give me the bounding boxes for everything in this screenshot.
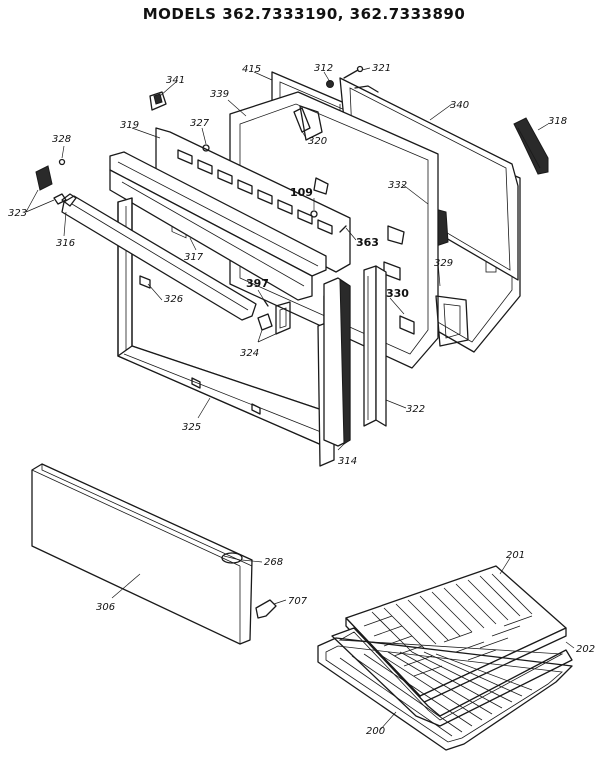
part-door-channel [109,151,327,301]
diagram-title: MODELS 362.7333190, 362.7333890 [142,5,466,23]
leader-lines [25,67,575,731]
part-nut-312 [326,80,334,88]
part-hinge-320 [293,107,311,133]
part-707 [255,599,277,619]
label-328: 328 [52,134,71,145]
part-screw-363 [339,225,347,233]
label-363: 363 [356,236,379,249]
part-screw-397 [263,299,269,307]
label-306: 306 [96,602,115,613]
part-handle-rod [61,193,257,321]
label-312: 312 [314,63,333,74]
part-screw-328 [58,158,66,166]
label-268: 268 [264,557,283,568]
part-drawer-front-panel [31,463,253,645]
label-707: 707 [288,596,308,607]
label-200: 200 [366,726,385,737]
label-323: 323 [8,208,27,219]
label-415: 415 [242,64,261,75]
label-339: 339 [210,89,229,100]
part-bracket-341 [149,91,167,111]
label-326: 326 [164,294,183,305]
part-268 [221,552,243,564]
part-side-trim [363,265,387,427]
label-322: 322 [406,404,425,415]
label-329: 329 [434,258,453,269]
label-330: 330 [386,287,409,300]
label-341: 341 [166,75,185,86]
label-316: 316 [56,238,75,249]
label-332: 332 [388,180,407,191]
label-320: 320 [308,136,327,147]
part-hinge-329 [435,295,469,347]
label-314: 314 [338,456,357,467]
label-397: 397 [246,277,269,290]
part-screw-321 [343,65,364,79]
label-109: 109 [290,186,313,199]
part-door-gasket [513,117,549,175]
part-end-cap-323 [35,165,67,205]
label-325: 325 [182,422,201,433]
part-broiler-pan-insert [345,565,567,705]
label-340: 340 [450,100,469,111]
label-317: 317 [184,252,204,263]
part-latch-324 [257,301,291,335]
label-202: 202 [576,644,595,655]
label-201: 201 [506,550,525,561]
label-324: 324 [240,348,259,359]
part-screw-327 [202,144,210,152]
label-327: 327 [190,118,210,129]
part-screw-109 [310,210,318,218]
label-319: 319 [120,120,139,131]
label-321: 321 [372,63,391,74]
part-door-insulation [323,277,351,447]
label-318: 318 [548,116,567,127]
part-oven-rack [317,637,573,751]
part-labels: 415 312 321 341 339 340 318 319 327 320 … [8,63,595,737]
part-clip-326 [139,275,151,289]
